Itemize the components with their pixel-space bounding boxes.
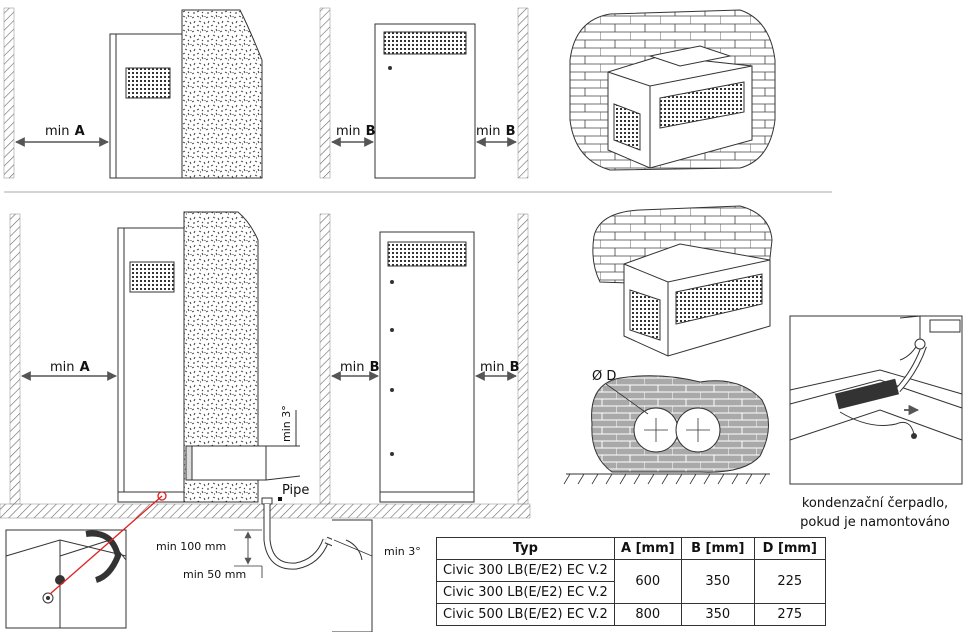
cell-typ: Civic 300 LB(E/E2) EC V.2 — [436, 559, 615, 582]
table-row: Civic 300 LB(E/E2) EC V.2 — [436, 581, 826, 604]
unit-front-bottom — [379, 231, 475, 503]
drain-detail-zoom — [5, 529, 127, 629]
condensate-pump-detail — [789, 315, 963, 485]
cell-b: 350 — [680, 603, 755, 626]
table-row: Civic 300 LB(E/E2) EC V.2 600 350 225 — [436, 559, 826, 604]
condensate-siphon — [261, 497, 373, 632]
pump-caption-line1: kondenzační čerpadlo, — [801, 496, 949, 511]
unit-iso-ceiling — [569, 9, 776, 171]
cell-a-merged: 600 — [613, 559, 682, 604]
min-b-label-right-top: min B — [476, 120, 516, 139]
header-typ: Typ — [436, 537, 615, 560]
unit-side-bottom — [117, 227, 185, 503]
dimensions-table: Typ A [mm] B [mm] D [mm] Civic 300 LB(E/… — [436, 537, 826, 626]
pointer-line — [49, 495, 163, 595]
min-100-label: min 100 mm — [156, 540, 226, 553]
wall-insulation-bottom — [183, 211, 259, 503]
min-3deg-label-siphon: min 3° — [384, 545, 421, 558]
min-a-label-top: min A — [45, 120, 85, 139]
wall-left — [3, 7, 15, 179]
min-b-label-left-top: min B — [336, 120, 376, 139]
pump-caption-line2: pokud je namontováno — [800, 515, 950, 530]
wall-insulation-top — [181, 9, 263, 179]
wall-right-4 — [517, 213, 529, 505]
pipe-label: Pipe — [282, 483, 309, 498]
wall-penetration — [563, 375, 770, 485]
min-a-label-bottom: min A — [50, 356, 90, 375]
unit-front-top — [374, 23, 476, 179]
min-3deg-label-duct: min 3° — [280, 405, 293, 442]
min-b-label-right-bottom: min B — [480, 356, 520, 375]
wall-left-2 — [319, 7, 331, 179]
table-row: Civic 500 LB(E/E2) EC V.2 800 350 275 — [436, 603, 826, 626]
cell-d: 275 — [753, 603, 826, 626]
wall-left-3 — [9, 213, 21, 505]
cell-b-merged: 350 — [680, 559, 755, 604]
cell-typ: Civic 500 LB(E/E2) EC V.2 — [436, 603, 615, 626]
cell-a: 800 — [613, 603, 682, 626]
pump-caption: kondenzační čerpadlo, pokud je namontová… — [790, 494, 960, 532]
wall-left-4 — [319, 213, 331, 505]
cell-d-merged: 225 — [753, 559, 826, 604]
duct-pipe — [185, 445, 267, 481]
table-header-row: Typ A [mm] B [mm] D [mm] — [436, 537, 826, 560]
header-a: A [mm] — [613, 537, 682, 560]
min-b-label-left-bottom: min B — [340, 356, 380, 375]
unit-iso-wall — [592, 205, 773, 357]
cell-typ: Civic 300 LB(E/E2) EC V.2 — [436, 581, 615, 604]
header-d: D [mm] — [753, 537, 826, 560]
diameter-label: Ø D — [592, 369, 616, 384]
header-b: B [mm] — [680, 537, 755, 560]
unit-side-top — [109, 33, 183, 179]
min-50-label: min 50 mm — [183, 568, 246, 581]
wall-right-2 — [517, 7, 529, 179]
